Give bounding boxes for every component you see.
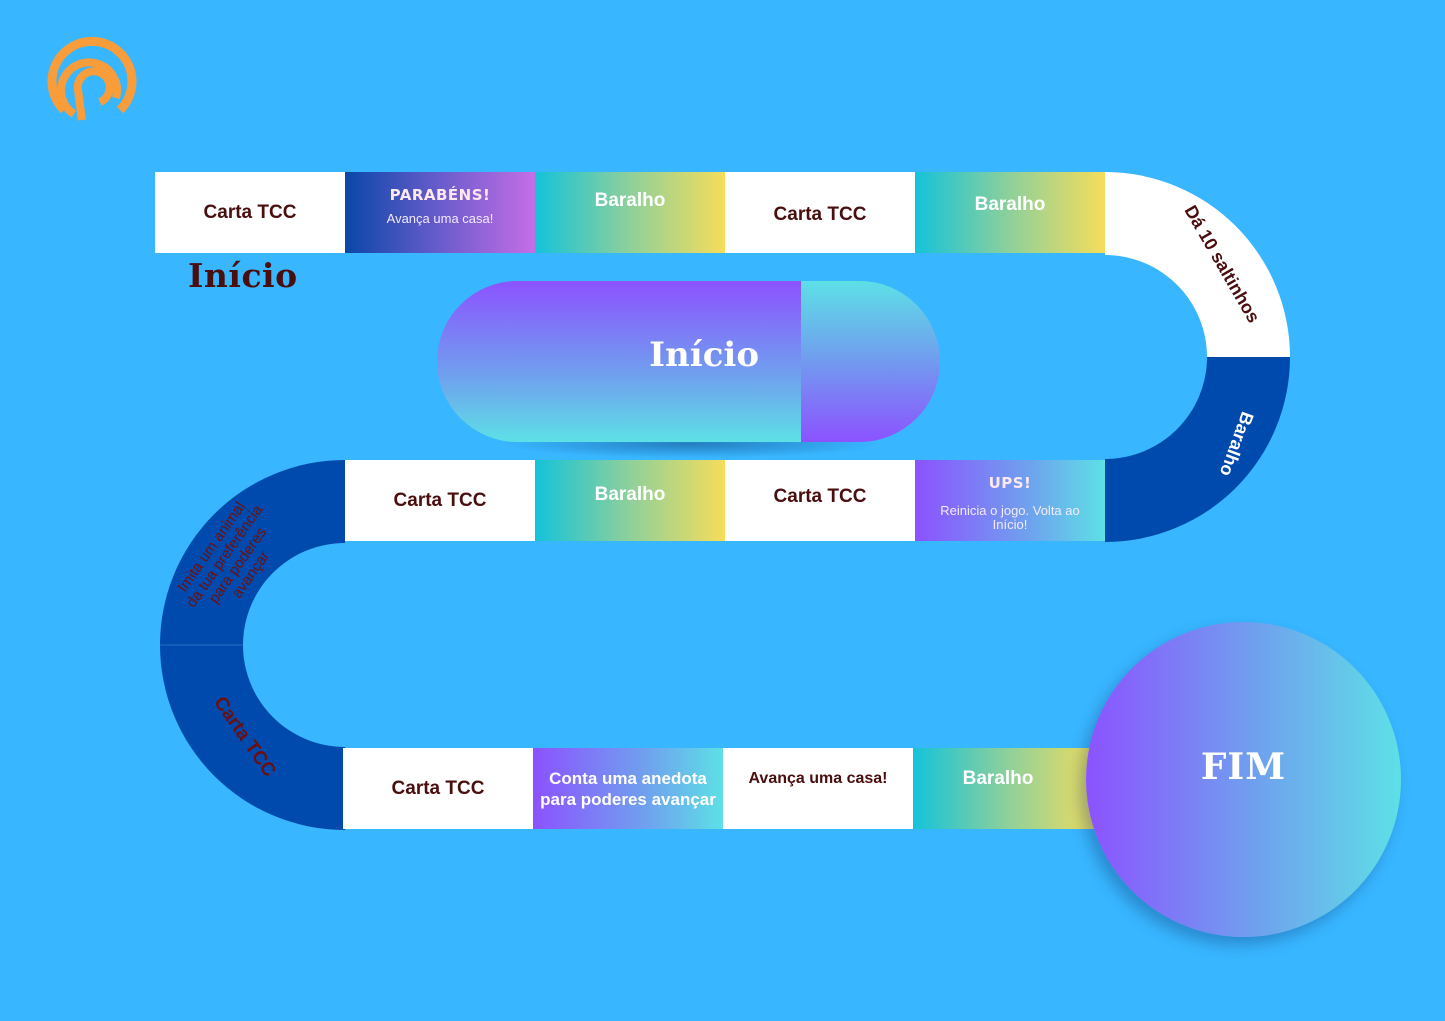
tile-avanca: Avança uma casa! [723, 748, 913, 829]
tile-label: Baralho [594, 484, 666, 505]
start-pill-main: Início [437, 281, 801, 442]
tile-carta-tcc: Carta TCC [345, 460, 535, 541]
start-pill-label: Início [649, 334, 759, 375]
tile-label: Carta TCC [203, 201, 297, 223]
tile-carta-tcc: Carta TCC [725, 460, 915, 541]
tile-label: Baralho [962, 768, 1034, 789]
logo [44, 32, 140, 124]
tile-parabens: PARABÉNS! Avança uma casa! [345, 172, 535, 253]
start-pill[interactable]: Início [437, 281, 940, 442]
tile-label: Carta TCC [773, 203, 867, 225]
tile-carta-tcc: Carta TCC [155, 172, 345, 253]
tile-title: PARABÉNS! [389, 186, 491, 204]
tile-baralho: Baralho [535, 460, 725, 541]
start-label: Início [188, 256, 298, 295]
tile-label: Carta TCC [393, 489, 487, 511]
tile-label: Baralho [974, 194, 1046, 215]
logo-icon [47, 36, 137, 121]
tile-label: Avança uma casa! [748, 770, 888, 787]
tile-ups: UPS! Reinicia o jogo. Volta ao Início! [915, 460, 1105, 541]
tile-label: Conta uma anedota para poderes avançar [540, 768, 716, 809]
tile-conta-anedota: Conta uma anedota para poderes avançar [533, 748, 723, 829]
curve-tile-baralho [1105, 357, 1290, 542]
start-pill-cap [801, 281, 940, 442]
tile-baralho: Baralho [915, 172, 1105, 253]
curve-tile-saltinhos [1105, 172, 1290, 357]
tile-carta-tcc: Carta TCC [343, 748, 533, 829]
tile-carta-tcc: Carta TCC [725, 172, 915, 253]
tile-label: Baralho [594, 190, 666, 211]
tile-baralho: Baralho [913, 748, 1103, 829]
tile-text: Reinicia o jogo. Volta ao Início! [940, 503, 1080, 532]
curve-right: Dá 10 saltinhos Baralho [1105, 172, 1290, 542]
curve-tile-imita [160, 460, 345, 645]
tile-title: UPS! [988, 474, 1032, 492]
curve-tile-carta-tcc [160, 645, 345, 830]
tile-text: Avança uma casa! [386, 211, 494, 226]
end-circle[interactable]: FIM [1086, 622, 1401, 937]
tile-baralho: Baralho [535, 172, 725, 253]
end-circle-label: FIM [1200, 746, 1287, 788]
curve-left: Imita um animal da tua preferência para … [160, 460, 345, 830]
tile-label: Carta TCC [391, 777, 485, 799]
tile-label: Carta TCC [773, 486, 867, 507]
